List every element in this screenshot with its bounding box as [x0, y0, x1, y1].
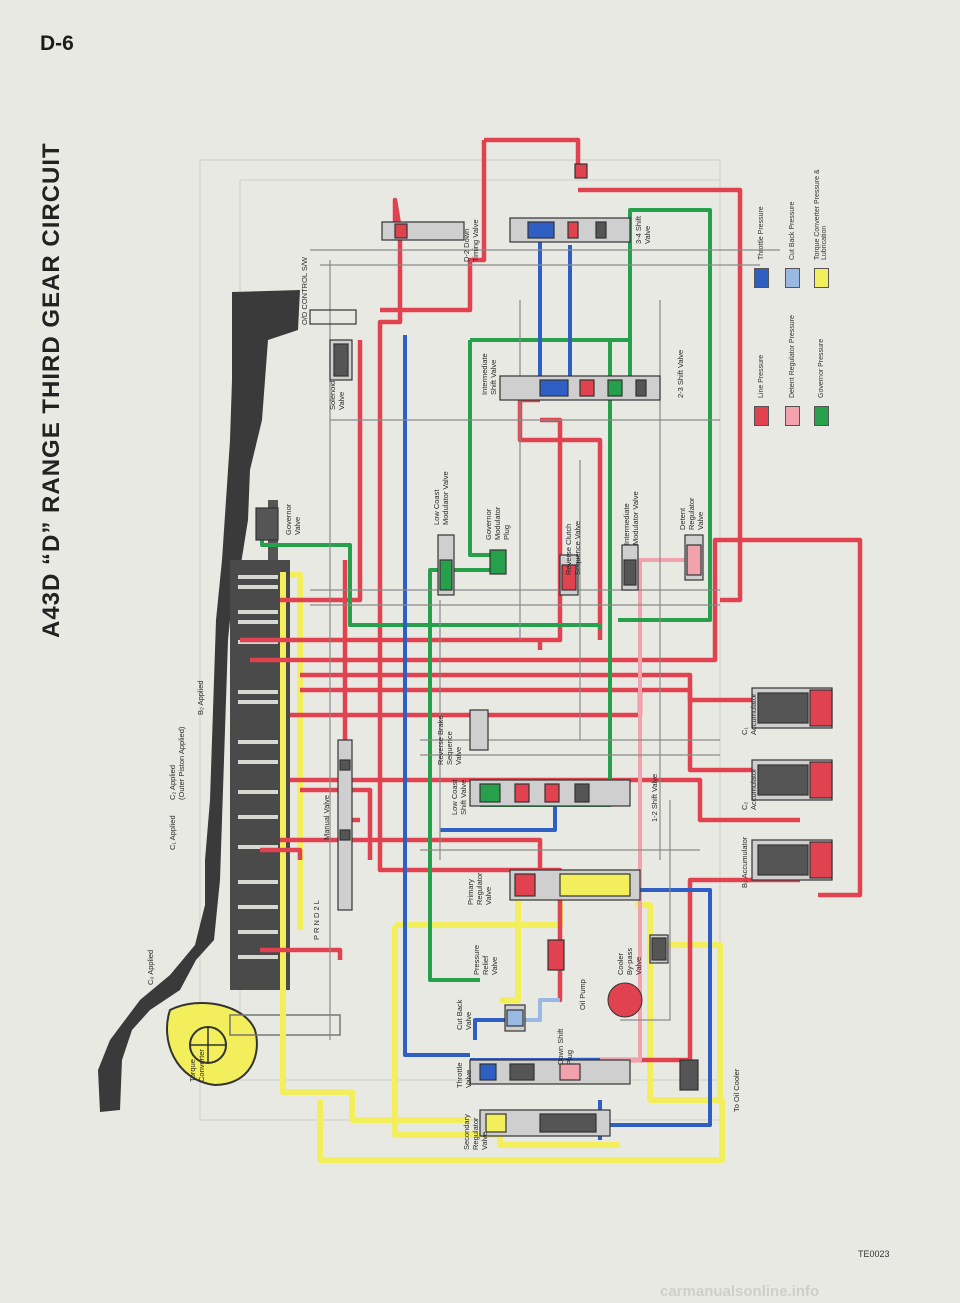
label-c1-applied: C₁ Applied: [168, 815, 177, 850]
shift-34-valve: [509, 163, 631, 243]
torque-converter: [166, 1002, 341, 1087]
label-c2-applied: C₂ Applied(Outer Piston Applied): [168, 726, 186, 800]
label-b2-applied: B₂ Applied: [196, 680, 205, 715]
legend-label-line-pressure: Line Pressure: [758, 354, 765, 398]
legend-label-cut-back-pressure: Cut Back Pressure: [789, 201, 796, 260]
governor-modulator-plug: [489, 549, 507, 575]
cut-back-valve: [504, 1004, 526, 1032]
throttle-pressure-lines: [403, 235, 712, 1140]
label-prnd: P R N D 2 L: [312, 900, 321, 940]
oil-pump-body: [607, 982, 643, 1018]
label-oil-pump: Oil Pump: [578, 979, 587, 1010]
label-manual-valve: Manual Valve: [322, 795, 331, 840]
manual-valve: [337, 739, 353, 911]
page-number: D-6: [40, 32, 74, 55]
throttle-valve: [469, 1059, 699, 1091]
c2-accumulator: [751, 759, 833, 801]
figure-code: TE0023: [858, 1249, 890, 1259]
pressure-relief-valve: [547, 939, 565, 971]
label-c0-applied: C₀ Applied: [146, 949, 155, 985]
cooler-bypass-valve: [649, 934, 669, 964]
label-shift-23: 2-3 Shift Valve: [676, 349, 685, 398]
legend-swatch-cut-back-pressure: [785, 268, 800, 288]
label-od-control: O/D CONTROL S/W: [300, 256, 309, 325]
legend-swatch-governor-pressure: [814, 406, 829, 426]
primary-regulator-valve: [509, 869, 641, 901]
intermediate-modulator-valve: [621, 544, 639, 591]
governor-pressure-lines: [260, 208, 712, 982]
b2-accumulator: [751, 839, 833, 881]
label-to-oil-cooler: To Oil Cooler: [732, 1068, 741, 1112]
solenoid-valve: [309, 309, 357, 381]
legend-label-converter-pressure: Torque Converter Pressure & Lubrication: [814, 169, 828, 260]
label-shift-12: 1-2 Shift Valve: [650, 773, 659, 822]
watermark: carmanualsonline.info: [660, 1283, 820, 1300]
legend-swatch-detent-pressure: [785, 406, 800, 426]
shift-12-valve: [469, 779, 631, 807]
d2-down-timing-valve: [381, 221, 465, 241]
low-coast-modulator-valve: [437, 534, 455, 596]
legend-label-detent-pressure: Detent Regulator Pressure: [789, 315, 796, 398]
legend-label-throttle-pressure: Throttle Pressure: [758, 206, 765, 260]
legend-swatch-converter-pressure: [814, 268, 829, 288]
reverse-clutch-sequence-valve: [559, 554, 579, 596]
intermediate-shift-valve: [499, 375, 661, 401]
secondary-regulator-valve: [479, 1109, 611, 1137]
legend-swatch-throttle-pressure: [754, 268, 769, 288]
detent-regulator-valve: [684, 534, 704, 581]
governor-valve-body: [255, 507, 279, 541]
c1-accumulator: [751, 687, 833, 729]
reverse-brake-sequence-valve: [469, 709, 489, 751]
legend-swatch-line-pressure: [754, 406, 769, 426]
legend-label-governor-pressure: Governor Pressure: [818, 338, 825, 398]
passage-lines: [310, 249, 780, 1040]
label-b2-accumulator: B₂ Accumulator: [740, 836, 749, 888]
valve-bodies: [255, 163, 833, 1137]
